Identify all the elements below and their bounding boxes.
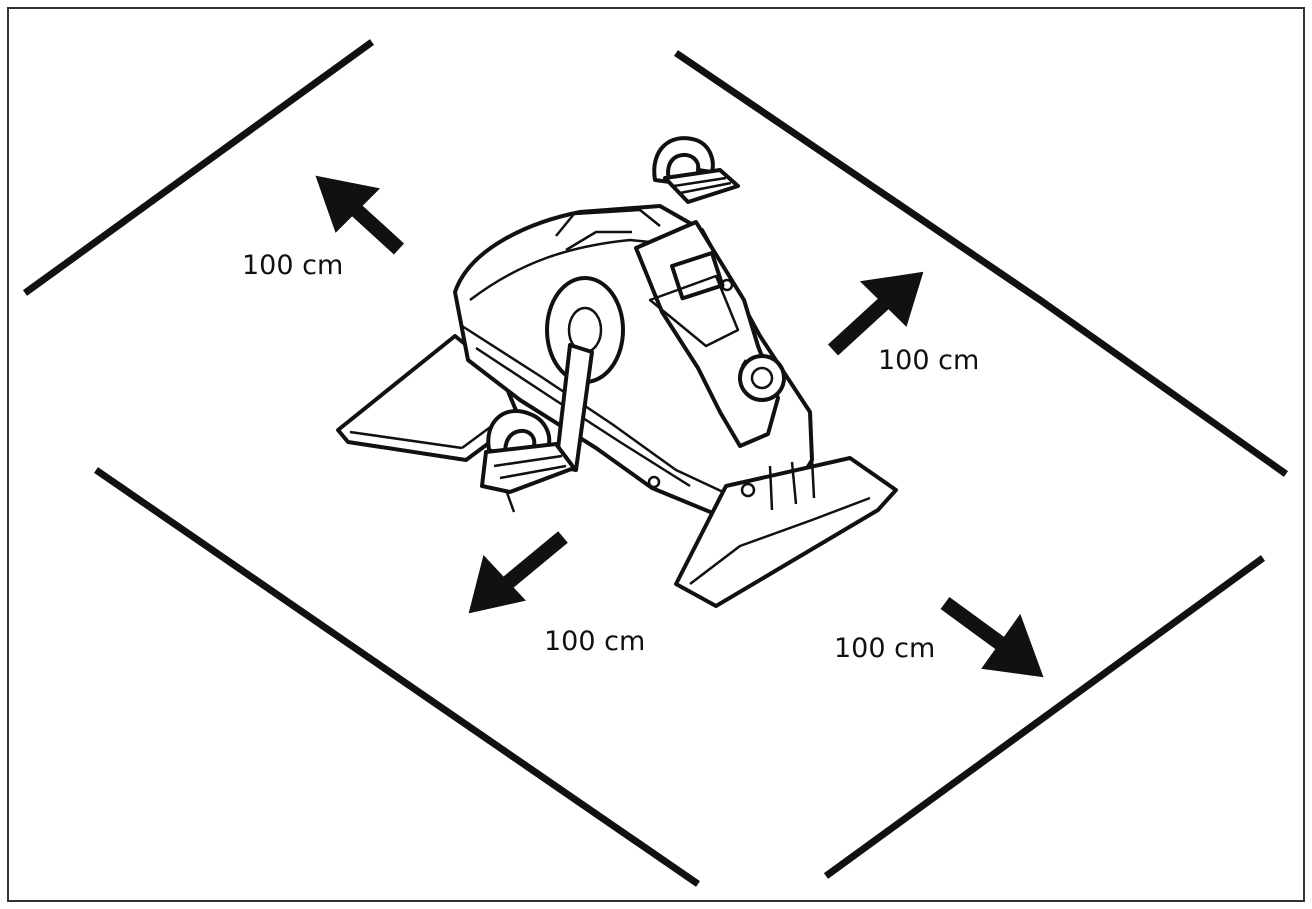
boundary-line-top-left [22, 39, 375, 296]
diagram-frame [7, 7, 1305, 902]
clearance-label-bottom-right: 100 cm [834, 633, 935, 664]
boundary-line-bottom-right [823, 555, 1266, 879]
arrow-icon-bottom-right [940, 596, 1044, 678]
arrow-icon-top-left [315, 175, 405, 255]
arrow-icon-bottom-left [468, 531, 568, 614]
clearance-label-bottom-left: 100 cm [544, 626, 645, 657]
boundary-line-bottom-left [94, 467, 700, 887]
clearance-label-top-left: 100 cm [242, 250, 343, 281]
resistance-knob-icon [738, 353, 786, 403]
mini-pedal-exerciser-icon [336, 136, 898, 608]
clearance-label-top-right: 100 cm [878, 345, 979, 376]
boundary-line-top-right [674, 50, 1289, 477]
arrow-icon-top-right [827, 271, 924, 356]
pedal-front-icon [480, 409, 576, 513]
pedal-back-icon [652, 136, 740, 204]
foot-right-icon [674, 456, 898, 608]
